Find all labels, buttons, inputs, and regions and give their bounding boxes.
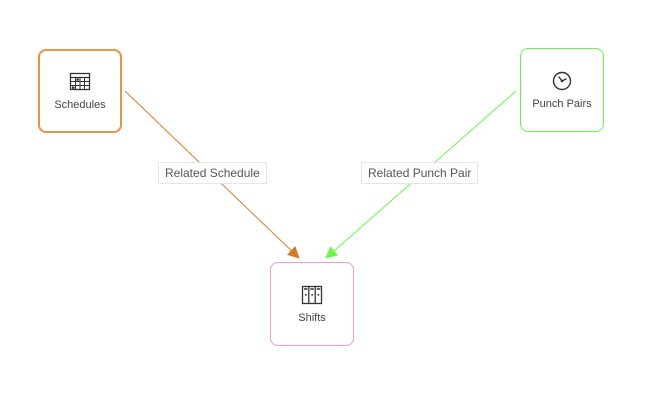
node-schedules[interactable]: Schedules bbox=[38, 49, 122, 133]
calendar-grid-icon bbox=[69, 72, 91, 91]
edge-label-related-schedule[interactable]: Related Schedule bbox=[158, 162, 267, 184]
stopwatch-icon bbox=[552, 71, 572, 91]
node-shifts[interactable]: Shifts bbox=[270, 262, 354, 346]
node-label-schedules: Schedules bbox=[54, 99, 106, 111]
node-punch-pairs[interactable]: Punch Pairs bbox=[520, 48, 604, 132]
node-label-punch-pairs: Punch Pairs bbox=[532, 98, 592, 110]
columns-icon bbox=[301, 285, 323, 305]
edge-label-related-punch-pair[interactable]: Related Punch Pair bbox=[361, 162, 479, 184]
node-label-shifts: Shifts bbox=[298, 312, 326, 324]
